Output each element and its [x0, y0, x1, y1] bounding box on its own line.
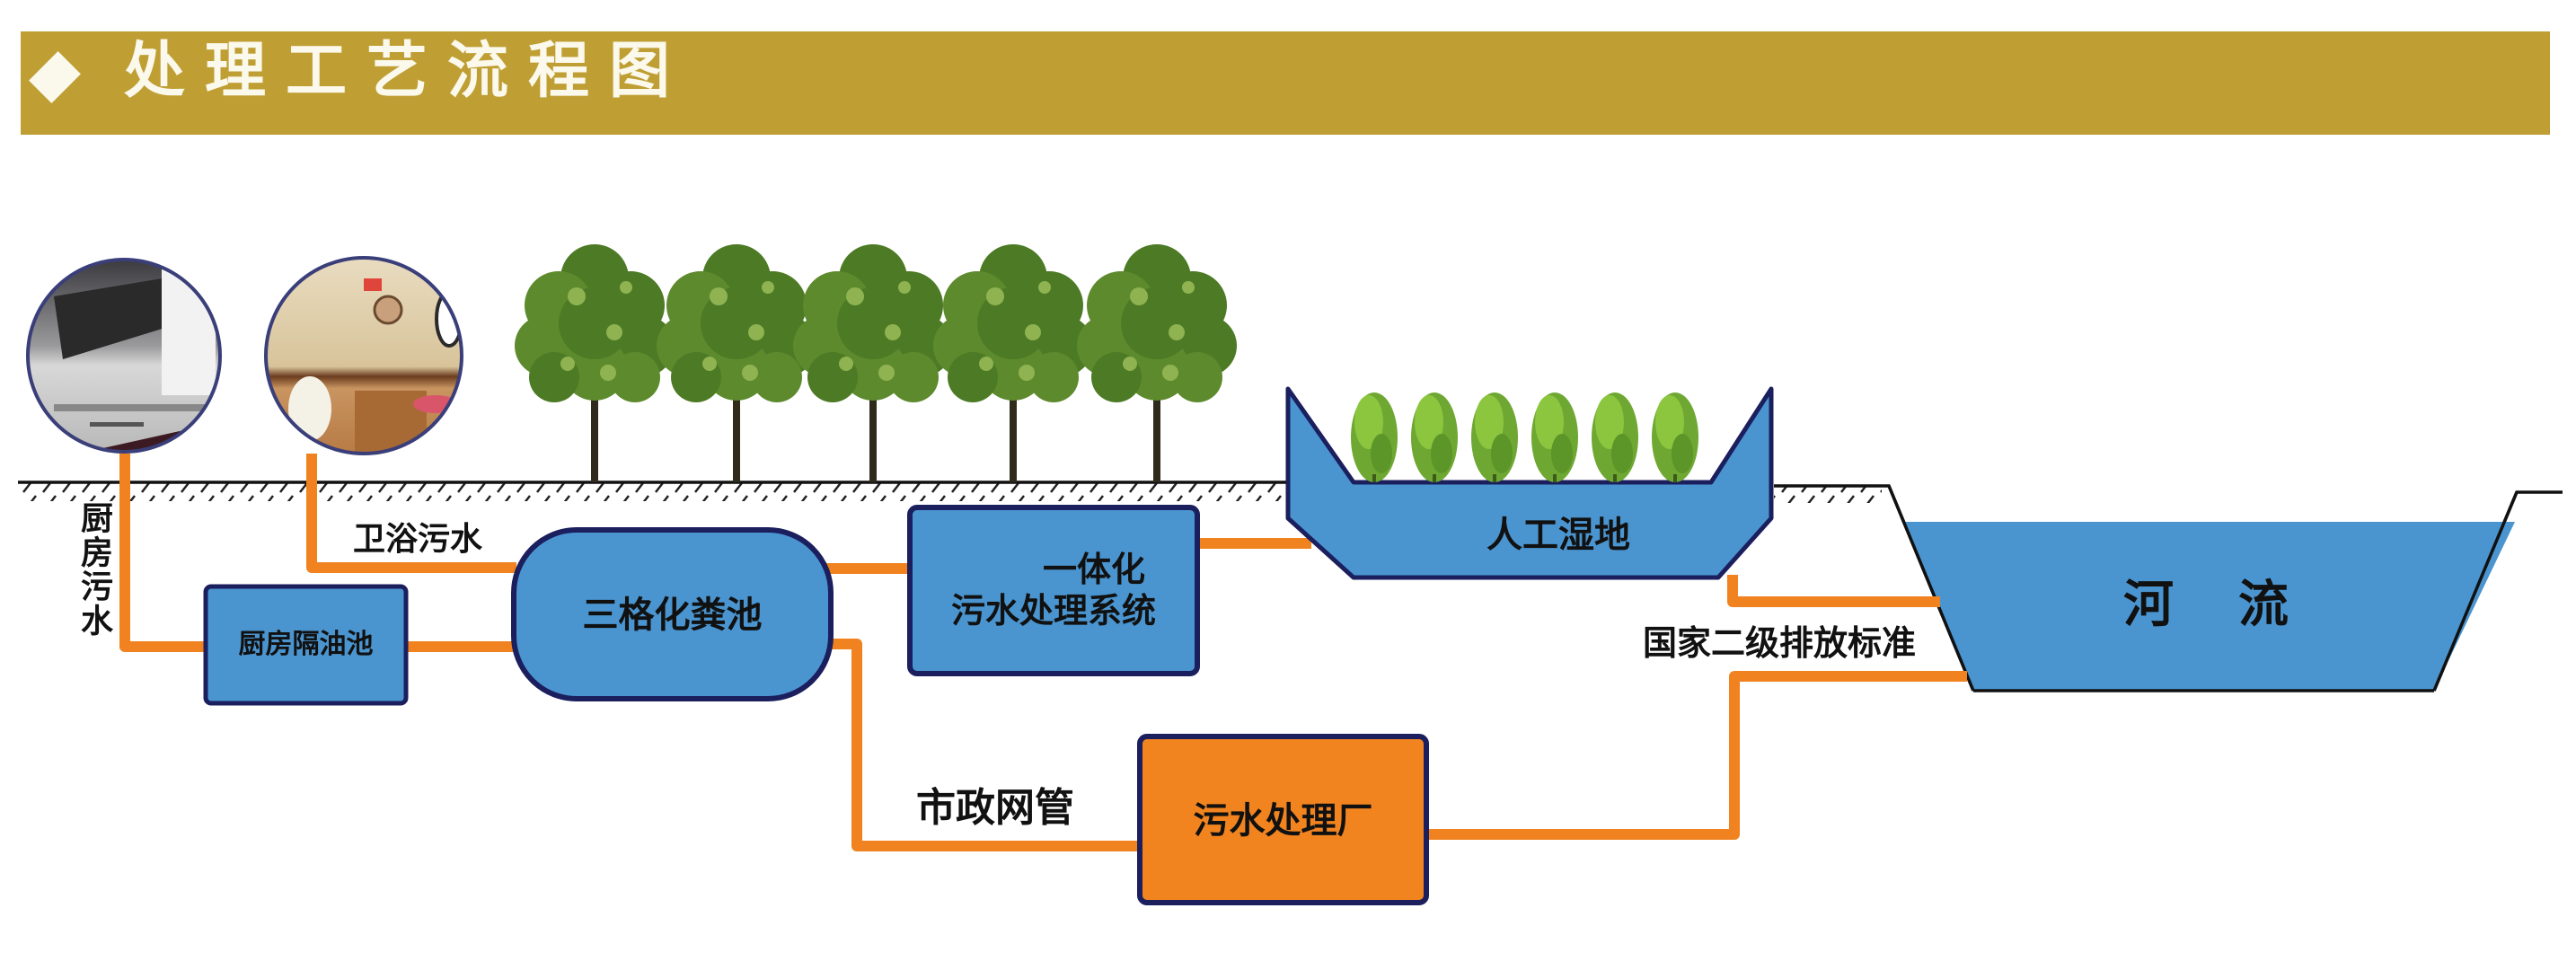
septic-tank-label: 三格化粪池	[582, 595, 763, 636]
shrub-icon	[1411, 392, 1458, 482]
discharge-standard-label: 国家二级排放标准	[1643, 623, 1917, 663]
shrub-icon	[1531, 392, 1578, 482]
grease-trap-label: 厨房隔油池	[238, 629, 374, 660]
pipe-kitchen	[119, 454, 207, 652]
tree-icon	[515, 244, 675, 482]
tree-icon	[933, 244, 1093, 482]
kitchen-wastewater-label: 厨房污水	[75, 501, 112, 638]
wetland-plants	[1351, 392, 1698, 482]
septic-tank-box	[511, 527, 834, 701]
pipes	[119, 454, 1967, 851]
tree-icon	[793, 244, 953, 482]
pipe-bathroom	[306, 454, 516, 573]
pipe-wetland-to-river	[1727, 575, 1940, 607]
title-banner	[21, 31, 2550, 135]
kitchen-photo-icon	[26, 258, 222, 454]
grease-trap-box	[203, 584, 409, 706]
bathroom-wastewater-label: 卫浴污水	[353, 521, 483, 558]
municipal-pipe-label: 市政网管	[916, 785, 1074, 831]
treatment-plant-label: 污水处理厂	[1193, 800, 1373, 842]
page-title: 处理工艺流程图	[124, 36, 691, 107]
integrated-system-box	[907, 505, 1200, 676]
shrub-icon	[1592, 392, 1638, 482]
pipe-plant-to-river	[1426, 671, 1967, 840]
shrub-icon	[1351, 392, 1398, 482]
tree-icon	[657, 244, 816, 482]
bathroom-photo-icon	[264, 256, 463, 455]
wetland-basin	[1285, 386, 1774, 580]
wetland-label: 人工湿地	[1486, 515, 1630, 556]
tree-icon	[1077, 244, 1237, 482]
integrated-system-line2: 污水处理系统	[950, 590, 1156, 630]
river-label: 河 流	[2123, 576, 2296, 634]
integrated-system-line1: 一体化	[1042, 550, 1145, 589]
river	[1887, 485, 2519, 692]
treatment-plant-box	[1137, 734, 1429, 905]
shrub-icon	[1471, 392, 1518, 482]
surface-trees	[515, 244, 1237, 482]
shrub-icon	[1652, 392, 1698, 482]
integrated-system-label: 一体化 污水处理系统	[910, 550, 1197, 631]
pipe-septic-to-municipal	[826, 639, 1141, 851]
